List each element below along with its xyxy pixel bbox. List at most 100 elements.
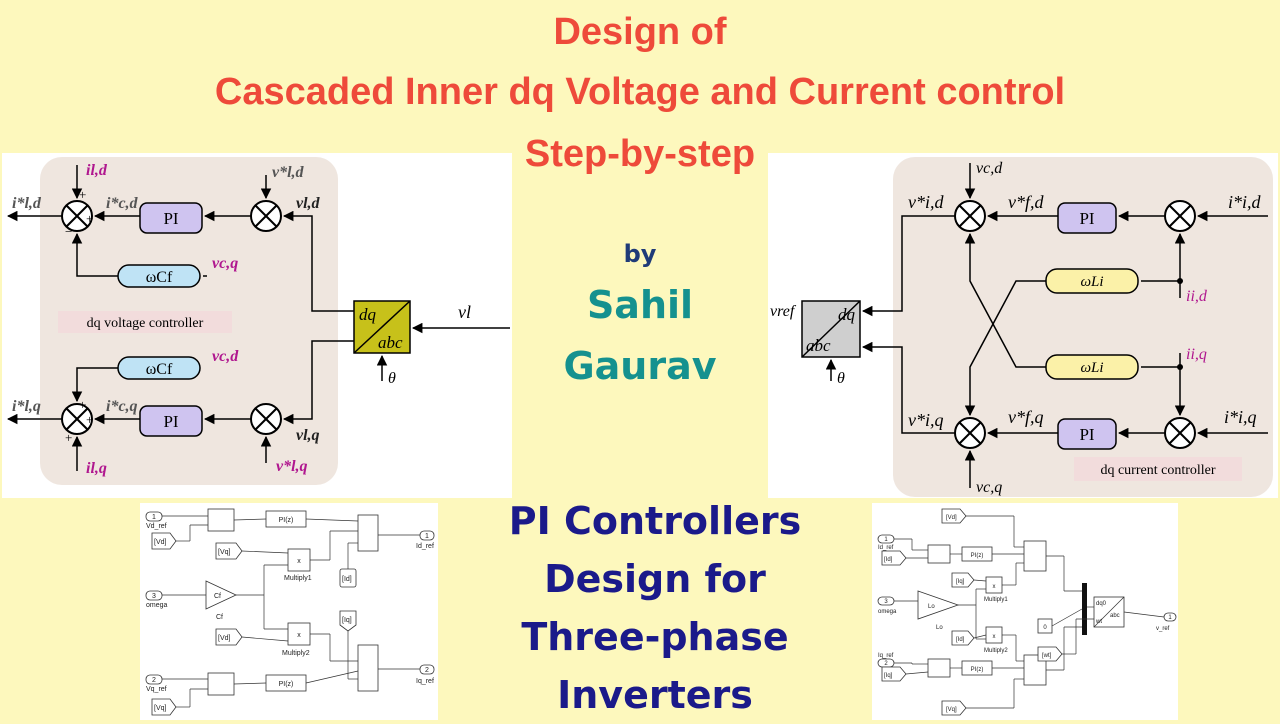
sl-left-port-1: 1 xyxy=(152,514,156,521)
sl-right-iq-tag: [Iq] xyxy=(956,579,965,585)
label-vi-d: v*i,d xyxy=(908,192,944,212)
subtitle-line-4: Inverters xyxy=(557,673,753,717)
simulink-current-diagram: [Vd] 1 Id_ref [Id] PI(z) [Iq] x Multiply… xyxy=(877,508,1177,716)
sl-right-port-1: 1 xyxy=(884,537,888,543)
sl-right-mux xyxy=(1082,583,1087,635)
current-controller-diagram: dq abc PI PI ωLi ωLi dq current controll… xyxy=(770,157,1273,497)
subtitle-line-1: PI Controllers xyxy=(508,499,802,543)
dq-abc-right-top: dq xyxy=(838,305,856,324)
pi-block-id xyxy=(1057,202,1117,234)
current-controller-label: dq current controller xyxy=(1100,463,1215,478)
sl-left-out-1: 1 xyxy=(425,533,429,540)
dq-abc-right-bottom: abc xyxy=(806,336,831,355)
sl-right-id-ref: Id_ref xyxy=(878,545,894,551)
sl-left-vq-ref: Vq_ref xyxy=(146,686,167,693)
sl-right-abc: abc xyxy=(1110,613,1120,619)
sl-right-multiply2: Multiply2 xyxy=(984,648,1008,654)
pi-block-d xyxy=(139,202,203,234)
label-vi-q: v*i,q xyxy=(908,410,944,430)
label-v-cd-right: vc,d xyxy=(976,160,1003,177)
label-v-ld: vl,d xyxy=(296,195,321,212)
sl-right-iq2-tag: [Iq] xyxy=(884,673,893,679)
sl-right-dq0: dq0 xyxy=(1096,601,1107,607)
label-i-lq-ref: i*l,q xyxy=(12,398,41,415)
label-ii-q: ii,q xyxy=(1186,346,1207,363)
sl-right-vq-tag: [Vq] xyxy=(946,707,957,713)
voltage-controller-label-bg xyxy=(58,311,232,333)
label-i-ld: il,d xyxy=(86,162,108,179)
label-v-lq-ref: v*l,q xyxy=(276,458,308,475)
pi-block-q xyxy=(139,405,203,437)
label-vref: vref xyxy=(770,303,797,320)
subtitle: PI Controllers Design for Three-phase In… xyxy=(460,492,850,724)
sl-left-multiply1: Multiply1 xyxy=(284,575,312,582)
current-controller-label-bg xyxy=(1074,457,1242,481)
sl-left-port-2: 2 xyxy=(152,677,156,684)
sl-left-multiply2: Multiply2 xyxy=(282,650,310,657)
label-v-cd: vc,d xyxy=(212,348,239,365)
sum-junction-d xyxy=(61,200,93,232)
voltage-controller-wires xyxy=(6,165,510,471)
sl-left-iq-tag: [Iq] xyxy=(342,617,352,624)
current-controller-panel: dq abc PI PI ωLi ωLi dq current controll… xyxy=(768,153,1278,498)
label-theta-left: θ xyxy=(388,370,396,387)
current-controller-wires xyxy=(825,163,1268,488)
sl-right-v-ref: v_ref xyxy=(1156,626,1170,632)
label-vf-q: v*f,q xyxy=(1008,407,1044,427)
label-v-cq: vc,q xyxy=(212,255,238,272)
sum-junction-iid xyxy=(1164,200,1196,232)
pi-block-q-label: PI xyxy=(163,412,178,431)
voltage-controller-panel: ++− +++ PI PI ωCf ωCf dq voltage control… xyxy=(2,153,512,498)
svg-text:+: + xyxy=(86,412,93,427)
wcf-block-bottom-label: ωCf xyxy=(146,361,173,378)
sl-right-iq-ref: Iq_ref xyxy=(878,653,894,659)
author-by: by xyxy=(623,240,657,268)
simulink-voltage-model: 1 Vd_ref [Vd] 3 omega 2 Vq_ref [Vq] [Vq]… xyxy=(140,503,438,720)
sl-left-vd-tag: [Vd] xyxy=(154,539,167,546)
label-ii-q-ref: i*i,q xyxy=(1224,407,1257,427)
pi-block-iq xyxy=(1057,418,1117,450)
title-line-3: Step-by-step xyxy=(524,133,756,175)
sl-right-port-3: 3 xyxy=(884,599,888,605)
sl-right-mult-2: x xyxy=(993,634,996,640)
label-vl: vl xyxy=(458,302,471,322)
sl-left-out-2: 2 xyxy=(425,667,429,674)
svg-text:+: + xyxy=(86,211,93,226)
label-v-cq-right: vc,q xyxy=(976,479,1002,496)
sl-left-vd-tag-mid: [Vd] xyxy=(218,635,231,642)
sum-junction-id xyxy=(954,200,986,232)
pi-block-d-label: PI xyxy=(163,209,178,228)
sl-right-mult-1: x xyxy=(993,584,996,590)
label-ii-d-ref: i*i,d xyxy=(1228,192,1262,212)
label-ii-d: ii,d xyxy=(1186,288,1208,305)
sl-right-omega: omega xyxy=(878,609,897,615)
sl-right-wt-tag: [wt] xyxy=(1042,653,1052,659)
label-v-lq: vl,q xyxy=(296,427,320,444)
wcf-block-top-label: ωCf xyxy=(146,269,173,286)
sl-right-pi-bottom: PI(z) xyxy=(971,667,984,673)
sl-left-cf-label: Cf xyxy=(216,614,223,621)
sl-left-pi-top: PI(z) xyxy=(279,517,294,524)
wl-block-bottom-label: ωLi xyxy=(1080,360,1103,376)
sum-junction-iq xyxy=(954,417,986,449)
sl-left-mult-1: x xyxy=(297,558,301,565)
sl-right-pi-top: PI(z) xyxy=(971,553,984,559)
sl-left-id-tag: [Id] xyxy=(342,576,352,583)
sum-junction-vd xyxy=(250,200,282,232)
sl-right-id-tag: [Id] xyxy=(884,557,893,563)
label-ic-d: i*c,d xyxy=(106,195,139,212)
sl-right-id2-tag: [Id] xyxy=(956,637,965,643)
svg-text:+: + xyxy=(79,187,86,202)
dq-abc-left-bottom: abc xyxy=(378,333,403,352)
label-i-lq: il,q xyxy=(86,460,107,477)
sl-right-zero: 0 xyxy=(1043,625,1047,631)
title-line-1: Design of xyxy=(553,11,727,53)
label-theta-right: θ xyxy=(837,370,845,387)
simulink-voltage-diagram: 1 Vd_ref [Vd] 3 omega 2 Vq_ref [Vq] [Vq]… xyxy=(145,508,435,716)
sl-left-port-3: 3 xyxy=(152,593,156,600)
simulink-current-model: [Vd] 1 Id_ref [Id] PI(z) [Iq] x Multiply… xyxy=(872,503,1178,720)
label-i-ld-ref: i*l,d xyxy=(12,195,42,212)
sl-left-pi-bottom: PI(z) xyxy=(279,681,294,688)
svg-text:+: + xyxy=(79,397,86,412)
subtitle-line-2: Design for xyxy=(544,557,766,601)
